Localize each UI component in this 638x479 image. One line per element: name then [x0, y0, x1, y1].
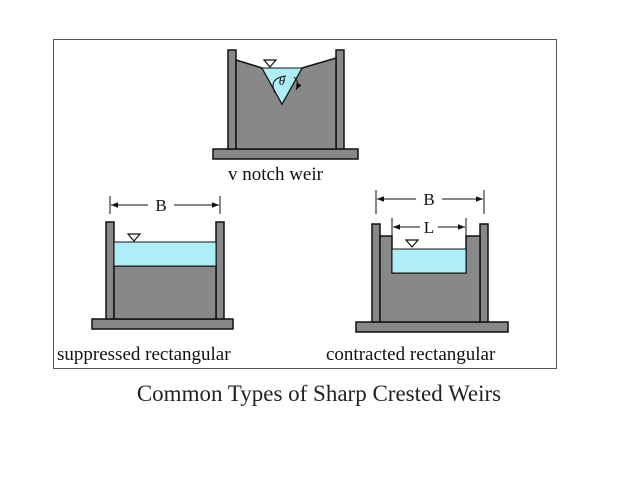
- suppressed-water-surface-icon: [126, 233, 142, 242]
- v-notch-angle-arrow: [293, 76, 302, 91]
- suppressed-water: [113, 241, 217, 267]
- contracted-left-wall: [371, 223, 381, 323]
- suppressed-plate: [113, 265, 217, 320]
- v-notch-angle-symbol: θ: [279, 73, 286, 88]
- v-notch-weir: [212, 49, 359, 160]
- v-notch-water-surface-icon: [262, 59, 278, 68]
- contracted-right-wall: [479, 223, 489, 323]
- contracted-base: [355, 321, 509, 333]
- suppressed-rectangular-weir: [91, 196, 234, 330]
- suppressed-right-wall: [215, 221, 225, 320]
- v-notch-water: [261, 67, 303, 106]
- suppressed-base: [91, 318, 234, 330]
- v-notch-right-wall: [335, 49, 345, 150]
- contracted-rectangular-weir: [355, 190, 509, 333]
- contracted-notch-symbol: L: [424, 218, 434, 237]
- contracted-rectangular-label: contracted rectangular: [326, 344, 496, 365]
- v-notch-weir-label: v notch weir: [228, 164, 323, 185]
- contracted-water: [391, 248, 467, 274]
- contracted-width-symbol: B: [423, 190, 434, 209]
- v-notch-left-wall: [227, 49, 237, 150]
- v-notch-angle-arc: [272, 75, 287, 94]
- suppressed-rectangular-label: suppressed rectangular: [57, 344, 231, 365]
- suppressed-left-wall: [105, 221, 115, 320]
- contracted-water-surface-icon: [404, 239, 420, 248]
- v-notch-base: [212, 148, 359, 160]
- figure-caption: Common Types of Sharp Crested Weirs: [136, 381, 502, 406]
- suppressed-width-symbol: B: [155, 196, 166, 215]
